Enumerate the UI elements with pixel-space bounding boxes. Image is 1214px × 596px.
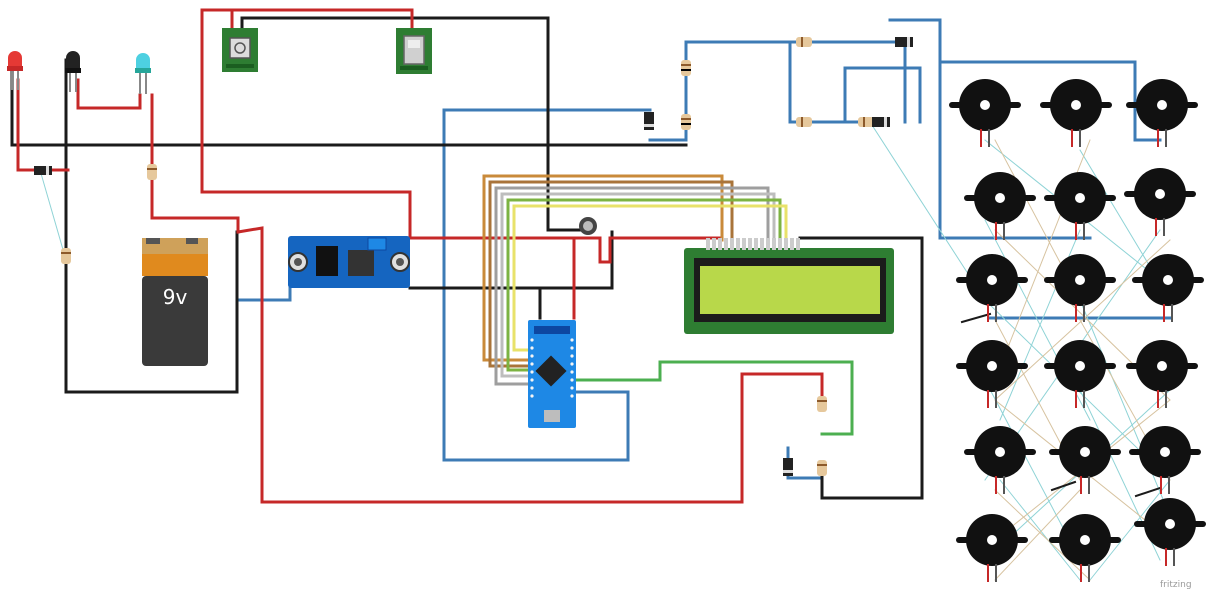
cyan-led xyxy=(135,53,151,94)
resistor xyxy=(817,396,827,412)
piezo-buzzer xyxy=(949,79,1021,147)
piezo-buzzer xyxy=(1044,172,1116,240)
diode xyxy=(895,37,913,47)
piezo-buzzer xyxy=(1132,254,1204,322)
resistor xyxy=(796,117,812,127)
resistor xyxy=(796,37,812,47)
leds xyxy=(7,51,151,94)
piezo-buzzer xyxy=(1040,79,1112,147)
wire-blue-lower-right xyxy=(786,446,824,480)
piezo-buzzer xyxy=(1044,340,1116,408)
piezo-buzzer xyxy=(1134,498,1206,566)
piezo-buzzer xyxy=(1126,79,1198,147)
arduino-nano xyxy=(528,320,576,428)
wire-black-top xyxy=(240,16,592,232)
wire-black-ground-bus xyxy=(10,58,688,147)
resistor xyxy=(61,248,71,264)
piezo-buzzer xyxy=(1049,426,1121,494)
wire-red-top-loop xyxy=(200,8,414,240)
battery-9v: 9v xyxy=(142,238,208,366)
resistor xyxy=(817,460,827,476)
diode xyxy=(783,458,793,476)
wire-lcd-4 xyxy=(500,192,776,378)
wire-black-left-vertical xyxy=(64,58,239,394)
piezo-buzzer xyxy=(1049,514,1121,582)
passives xyxy=(34,37,913,476)
diode xyxy=(644,112,654,130)
red-led xyxy=(7,51,23,90)
lcd-16x2 xyxy=(684,238,894,334)
wires xyxy=(10,8,1181,581)
piezo-buzzer xyxy=(1124,168,1196,236)
piezo-buzzer xyxy=(956,254,1028,322)
wire-green xyxy=(573,360,854,436)
piezo-buzzer xyxy=(1129,426,1201,494)
wire-lcd-5 xyxy=(506,198,782,372)
wire-red-main-loop xyxy=(236,226,824,504)
wire-black-converter-out xyxy=(408,230,614,290)
gas-sensor-module-right xyxy=(396,28,432,74)
wire-lcd-1 xyxy=(482,174,724,362)
piezo-buzzer xyxy=(1126,340,1198,408)
piezo-buzzer xyxy=(956,514,1028,582)
potentiometer xyxy=(579,217,597,235)
piezo-buzzer xyxy=(956,340,1028,408)
wire-black-lcd-right xyxy=(798,236,924,500)
wire-blue-left-loop xyxy=(442,108,652,462)
gas-sensor-module-left xyxy=(222,28,258,72)
buzzer-grid xyxy=(949,79,1206,582)
resistor xyxy=(858,117,874,127)
resistor xyxy=(681,114,691,130)
resistor xyxy=(681,60,691,76)
wire-buzzer-black xyxy=(960,312,1162,498)
piezo-buzzer xyxy=(1044,254,1116,322)
diode xyxy=(872,117,890,127)
step-down-converter-module xyxy=(288,236,410,288)
wire-lcd-6 xyxy=(512,204,788,352)
piezo-buzzer xyxy=(964,426,1036,494)
piezo-buzzer xyxy=(964,172,1036,240)
fritzing-watermark: fritzing xyxy=(1160,580,1192,590)
diode xyxy=(34,166,52,175)
sensors xyxy=(222,28,432,74)
battery-label: 9v xyxy=(163,285,188,309)
resistor xyxy=(147,164,157,180)
wire-red-converter-lcd xyxy=(408,236,722,264)
ir-receiver xyxy=(65,51,81,92)
